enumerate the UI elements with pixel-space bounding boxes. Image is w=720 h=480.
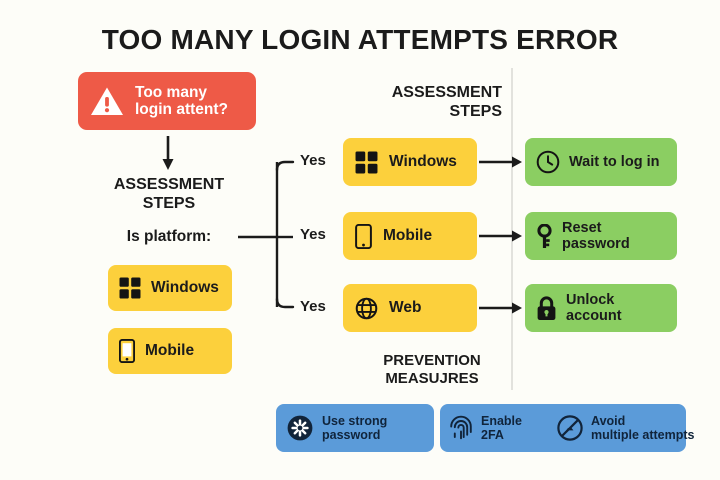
- center-assessment-heading-line1: ASSESSMENT: [391, 84, 502, 101]
- mobile-phone-icon: [119, 339, 135, 363]
- option-card-mobile: Mobile: [343, 212, 477, 260]
- result-card-reset-password: Reset password: [525, 212, 677, 260]
- prevention-card-1-line1: Use strong: [322, 414, 388, 428]
- result-card-unlock-account: Unlock account: [525, 284, 677, 332]
- platform-card-windows: Windows: [108, 265, 232, 311]
- prevention-card-2-line1: Enable: [481, 414, 522, 428]
- option-card-windows: Windows: [343, 138, 477, 186]
- alert-box: Too many login attent?: [78, 72, 256, 130]
- branch-label-yes-3: Yes: [300, 298, 326, 315]
- prevention-card-3-line2: multiple attempts: [591, 428, 695, 442]
- result-card-wait-to-log-in-label: Wait to log in: [569, 153, 660, 170]
- result-card-reset-password-label: Reset password: [562, 219, 630, 252]
- alert-down-arrow-head: [162, 159, 174, 170]
- arrow-head-row2: [512, 230, 522, 242]
- prevention-card-use-strong-password-label: Use strong password: [322, 414, 387, 442]
- left-assessment-heading: ASSESSMENT STEPS: [86, 176, 252, 214]
- arrow-head-row1: [512, 156, 522, 168]
- arrow-head-row3: [512, 302, 522, 314]
- mobile-phone-icon: [355, 223, 372, 249]
- alert-label-line1: Too many: [135, 83, 208, 101]
- option-card-web-label: Web: [389, 299, 422, 317]
- prevention-card-3-line1: Avoid: [591, 414, 626, 428]
- alert-label-line2: login attent?: [135, 101, 228, 118]
- option-card-windows-label: Windows: [389, 153, 457, 171]
- key-icon: [536, 223, 553, 249]
- result-card-unlock-account-label: Unlock account: [566, 291, 622, 324]
- prevention-heading: PREVENTION MEASUJRES: [352, 352, 512, 387]
- prevention-card-avoid-multiple-attempts-label: Avoid multiple attempts: [591, 414, 695, 442]
- platform-card-windows-label: Windows: [151, 279, 219, 297]
- windows-logo-icon: [355, 151, 378, 174]
- fingerprint-icon: [449, 414, 473, 442]
- lock-icon: [536, 295, 557, 321]
- prevention-card-enable-2fa: Enable 2FA: [449, 414, 557, 442]
- is-platform-question: Is platform:: [126, 228, 212, 245]
- option-card-web: Web: [343, 284, 477, 332]
- prevention-card-2-line2: 2FA: [481, 428, 504, 442]
- brace-branch-bottom: [275, 297, 295, 309]
- asterisk-badge-icon: [287, 415, 313, 441]
- left-assessment-heading-line1: ASSESSMENT: [113, 176, 225, 193]
- prevention-card-1-line2: password: [322, 428, 381, 442]
- result-card-wait-to-log-in: Wait to log in: [525, 138, 677, 186]
- platform-card-mobile-label: Mobile: [145, 342, 195, 360]
- prevention-heading-line2: MEASUJRES: [385, 369, 479, 387]
- clock-icon: [536, 150, 560, 174]
- center-assessment-heading: ASSESSMENT STEPS: [330, 84, 502, 122]
- prevention-card-group: Enable 2FA Avoid multiple attempts: [440, 404, 695, 452]
- branch-label-yes-2: Yes: [300, 226, 326, 243]
- no-entry-icon: [557, 415, 583, 441]
- globe-icon: [355, 297, 378, 320]
- prevention-heading-line1: PREVENTION: [383, 352, 481, 369]
- prevention-card-avoid-multiple-attempts: Avoid multiple attempts: [557, 414, 695, 442]
- brace-branch-top: [275, 160, 295, 172]
- alert-label: Too many login attent?: [135, 84, 228, 119]
- option-card-mobile-label: Mobile: [383, 227, 433, 245]
- left-assessment-heading-line2: STEPS: [142, 194, 196, 212]
- platform-card-mobile: Mobile: [108, 328, 232, 374]
- prevention-card-use-strong-password: Use strong password: [276, 404, 434, 452]
- warning-triangle-icon: [90, 86, 124, 117]
- prevention-card-enable-2fa-label: Enable 2FA: [481, 414, 522, 442]
- windows-logo-icon: [119, 277, 141, 299]
- center-assessment-heading-line2: STEPS: [449, 102, 502, 120]
- branch-label-yes-1: Yes: [300, 152, 326, 169]
- page-title: TOO MANY LOGIN ATTEMPTS ERROR: [101, 24, 619, 55]
